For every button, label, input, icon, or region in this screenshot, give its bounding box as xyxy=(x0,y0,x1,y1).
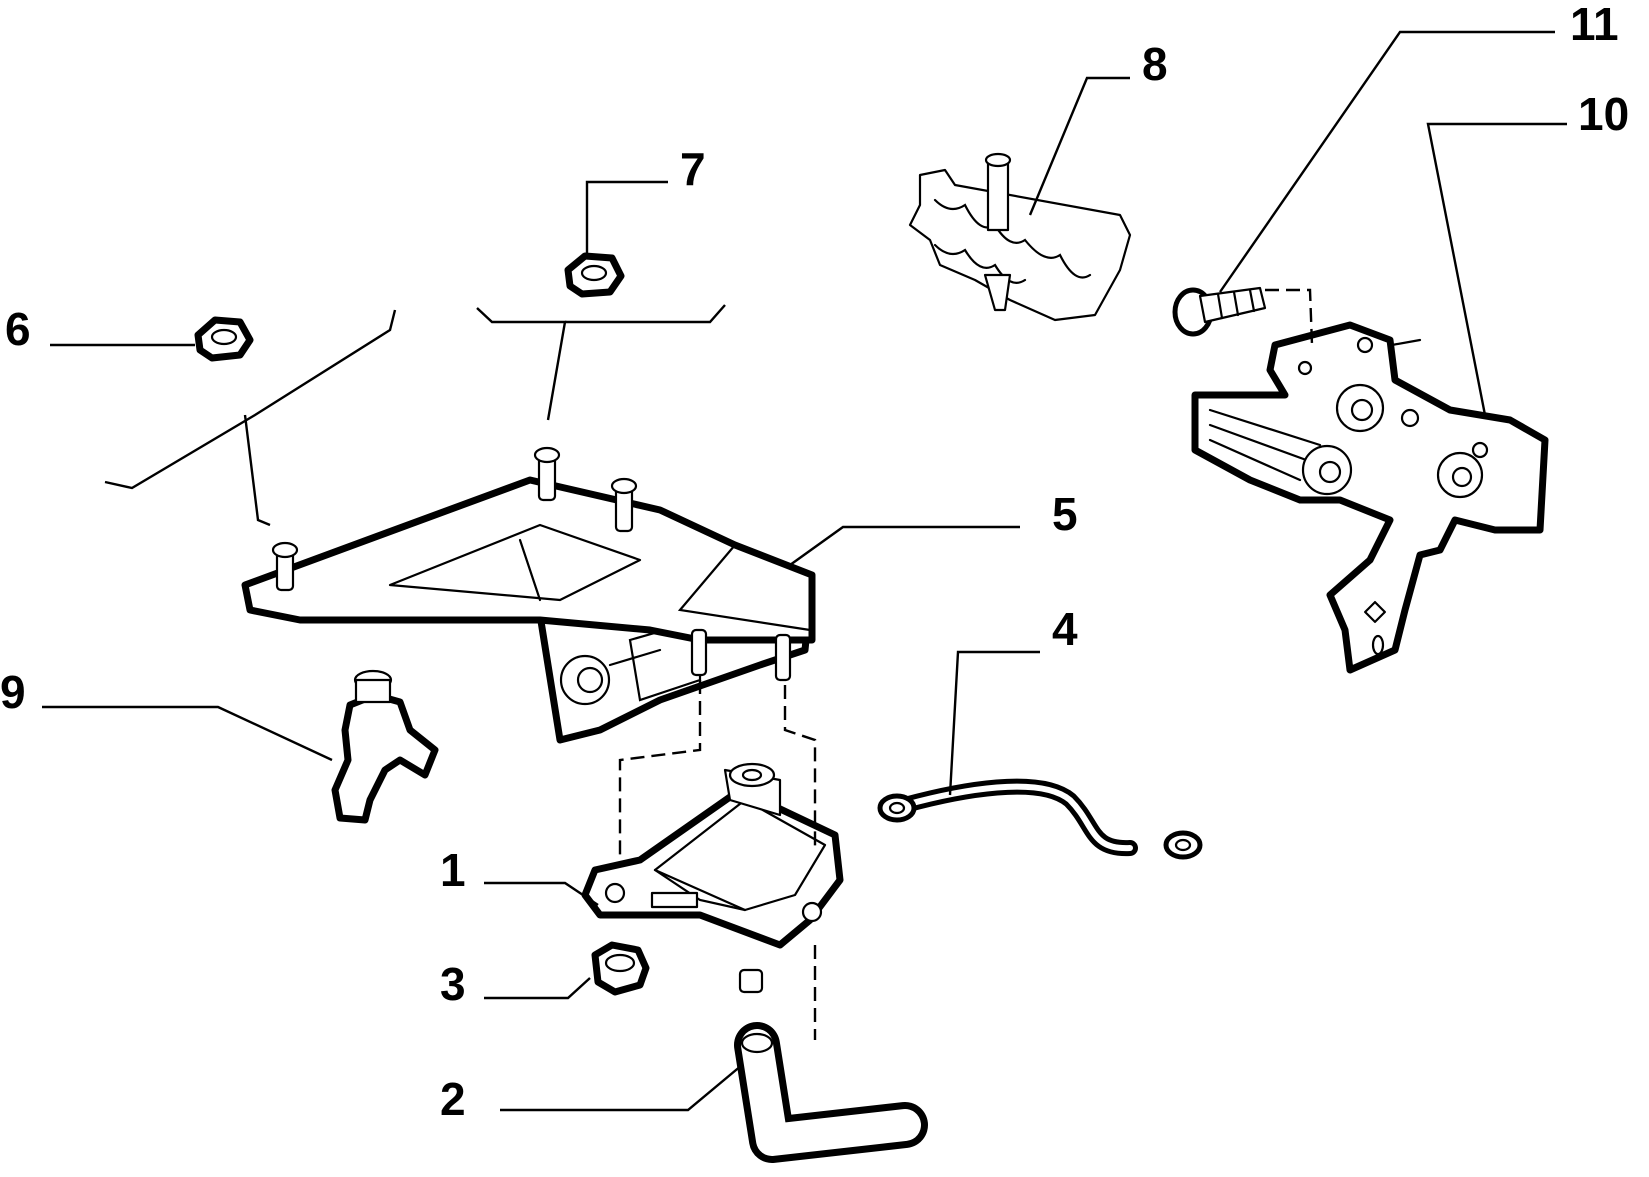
part-3-nut xyxy=(591,941,650,996)
leader-lines xyxy=(42,30,1567,1112)
callout-11: 11 xyxy=(1570,0,1619,50)
part-9-clip xyxy=(331,669,439,824)
part-7-nut xyxy=(564,252,625,298)
callout-2: 2 xyxy=(440,1073,466,1125)
callout-9: 9 xyxy=(0,666,26,718)
dashed-guides xyxy=(618,288,1314,1040)
part-1-control-unit xyxy=(581,762,844,994)
callout-5: 5 xyxy=(1052,488,1078,540)
part-2-hose xyxy=(734,1022,928,1163)
part-10-support-bracket xyxy=(1191,321,1549,674)
part-5-mounting-bracket xyxy=(241,446,816,744)
part-8-pipe-clamp xyxy=(908,152,1132,322)
callout-6: 6 xyxy=(5,303,31,355)
callout-8: 8 xyxy=(1142,38,1168,90)
callout-labels: 1 2 3 4 5 6 7 8 9 10 11 xyxy=(0,0,1629,1125)
callout-7: 7 xyxy=(680,143,706,195)
part-6-nut xyxy=(194,316,254,362)
callout-3: 3 xyxy=(440,958,466,1010)
part-4-cable xyxy=(877,778,1203,860)
callout-4: 4 xyxy=(1052,603,1078,655)
part-11-bolt xyxy=(1172,286,1267,337)
callout-1: 1 xyxy=(440,844,466,896)
callout-10: 10 xyxy=(1578,88,1629,140)
